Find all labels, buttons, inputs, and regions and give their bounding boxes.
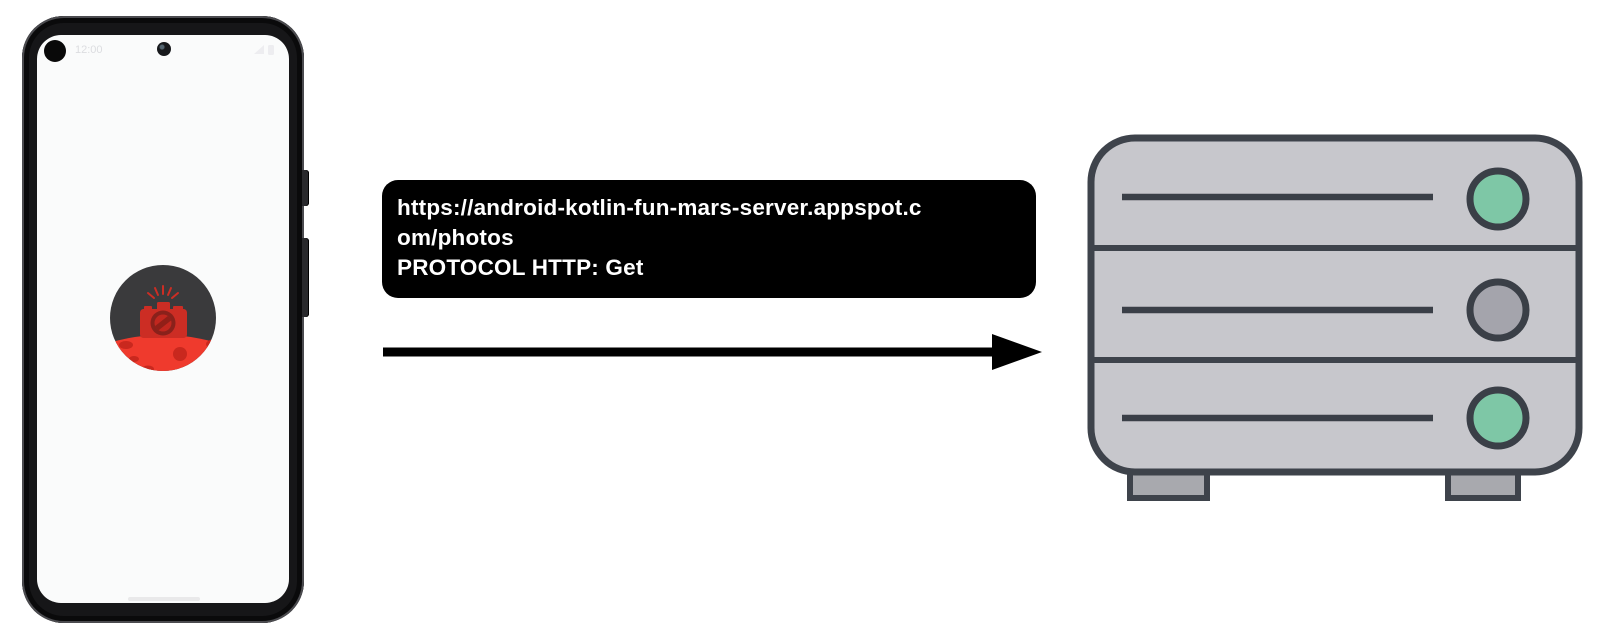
status-bar-icons — [254, 45, 274, 55]
server-indicator-light-3 — [1466, 386, 1530, 450]
mars-photos-app-logo — [110, 265, 216, 371]
request-url-line-2: om/photos — [397, 225, 514, 250]
arrow-head-icon — [992, 334, 1042, 370]
home-indicator — [128, 597, 200, 601]
request-arrow — [383, 334, 1042, 370]
request-protocol-line: PROTOCOL HTTP: Get — [397, 255, 644, 280]
signal-icon — [254, 45, 264, 54]
phone-device: 12:00 — [22, 16, 309, 623]
server-body — [1087, 134, 1583, 476]
camera-lens-glare — [154, 314, 172, 332]
server-indicator-light-2 — [1466, 278, 1530, 342]
front-camera-icon — [157, 42, 171, 56]
phone-volume-button — [302, 238, 309, 317]
web-server — [1087, 134, 1583, 501]
request-url-line-1: https://android-kotlin-fun-mars-server.a… — [397, 195, 922, 220]
phone-power-button — [302, 170, 309, 206]
camera-flash-rays-icon — [147, 285, 179, 299]
mars-planet — [110, 335, 216, 371]
status-bar-time: 12:00 — [75, 44, 103, 56]
notification-dot-icon — [44, 40, 66, 62]
server-indicator-light-1 — [1466, 167, 1530, 231]
battery-icon — [268, 45, 274, 55]
phone-screen: 12:00 — [37, 35, 289, 603]
http-request-box: https://android-kotlin-fun-mars-server.a… — [382, 180, 1036, 298]
